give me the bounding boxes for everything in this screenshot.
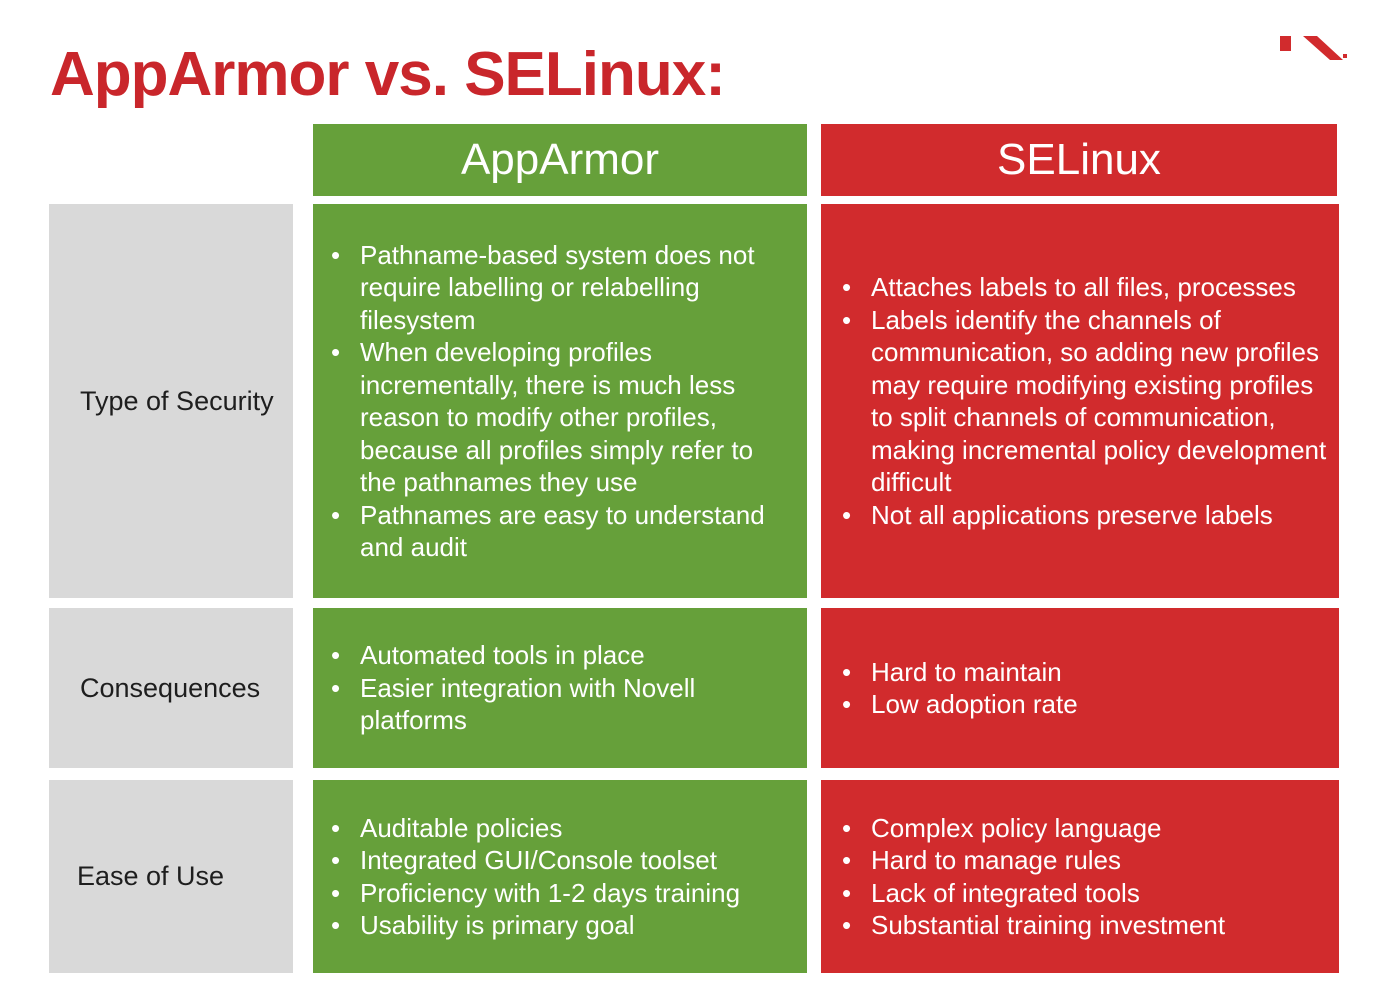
row-label-text: Type of Security [80,385,274,416]
selinux-column-title: SELinux [997,135,1161,184]
list-item: Complex policy language [842,812,1327,845]
selinux-type-of-security-list: Attaches labels to all files, processes … [842,271,1327,531]
list-item: Not all applications preserve labels [842,499,1327,532]
list-item: Substantial training investment [842,909,1327,942]
selinux-type-of-security-cell: Attaches labels to all files, processes … [821,204,1339,598]
list-item: Hard to manage rules [842,844,1327,877]
list-item: Pathname-based system does not require l… [331,239,793,337]
list-item: Proficiency with 1-2 days training [331,877,793,910]
selinux-consequences-cell: Hard to maintain Low adoption rate [821,608,1339,768]
apparmor-column-header: AppArmor [313,124,807,196]
apparmor-type-of-security-list: Pathname-based system does not require l… [331,239,793,564]
list-item: Labels identify the channels of communic… [842,304,1327,499]
apparmor-column-title: AppArmor [460,135,660,184]
apparmor-consequences-list: Automated tools in place Easier integrat… [331,639,793,737]
list-item: Easier integration with Novell platforms [331,672,793,737]
apparmor-type-of-security-cell: Pathname-based system does not require l… [313,204,807,598]
row-label-text: Consequences [80,672,261,703]
list-item: Automated tools in place [331,639,793,672]
selinux-column-header: SELinux [821,124,1337,196]
list-item: Low adoption rate [842,688,1327,721]
row-label-text: Ease of Use [77,861,225,891]
page-title: AppArmor vs. SELinux: [50,40,726,109]
list-item: Integrated GUI/Console toolset [331,844,793,877]
list-item: Usability is primary goal [331,909,793,942]
apparmor-ease-of-use-list: Auditable policies Integrated GUI/Consol… [331,812,793,942]
list-item: Lack of integrated tools [842,877,1327,910]
list-item: Auditable policies [331,812,793,845]
selinux-ease-of-use-cell: Complex policy language Hard to manage r… [821,780,1339,973]
apparmor-consequences-cell: Automated tools in place Easier integrat… [313,608,807,768]
row-label-type-of-security: Type of Security [49,204,293,598]
list-item: Pathnames are easy to understand and aud… [331,499,793,564]
apparmor-ease-of-use-cell: Auditable policies Integrated GUI/Consol… [313,780,807,973]
row-label-ease-of-use: Ease of Use [49,780,293,973]
list-item: Attaches labels to all files, processes [842,271,1327,304]
row-label-consequences: Consequences [49,608,293,768]
selinux-consequences-list: Hard to maintain Low adoption rate [842,656,1327,721]
list-item: Hard to maintain [842,656,1327,689]
partial-red-logo-icon [1280,36,1347,60]
list-item: When developing profiles incrementally, … [331,336,793,499]
selinux-ease-of-use-list: Complex policy language Hard to manage r… [842,812,1327,942]
